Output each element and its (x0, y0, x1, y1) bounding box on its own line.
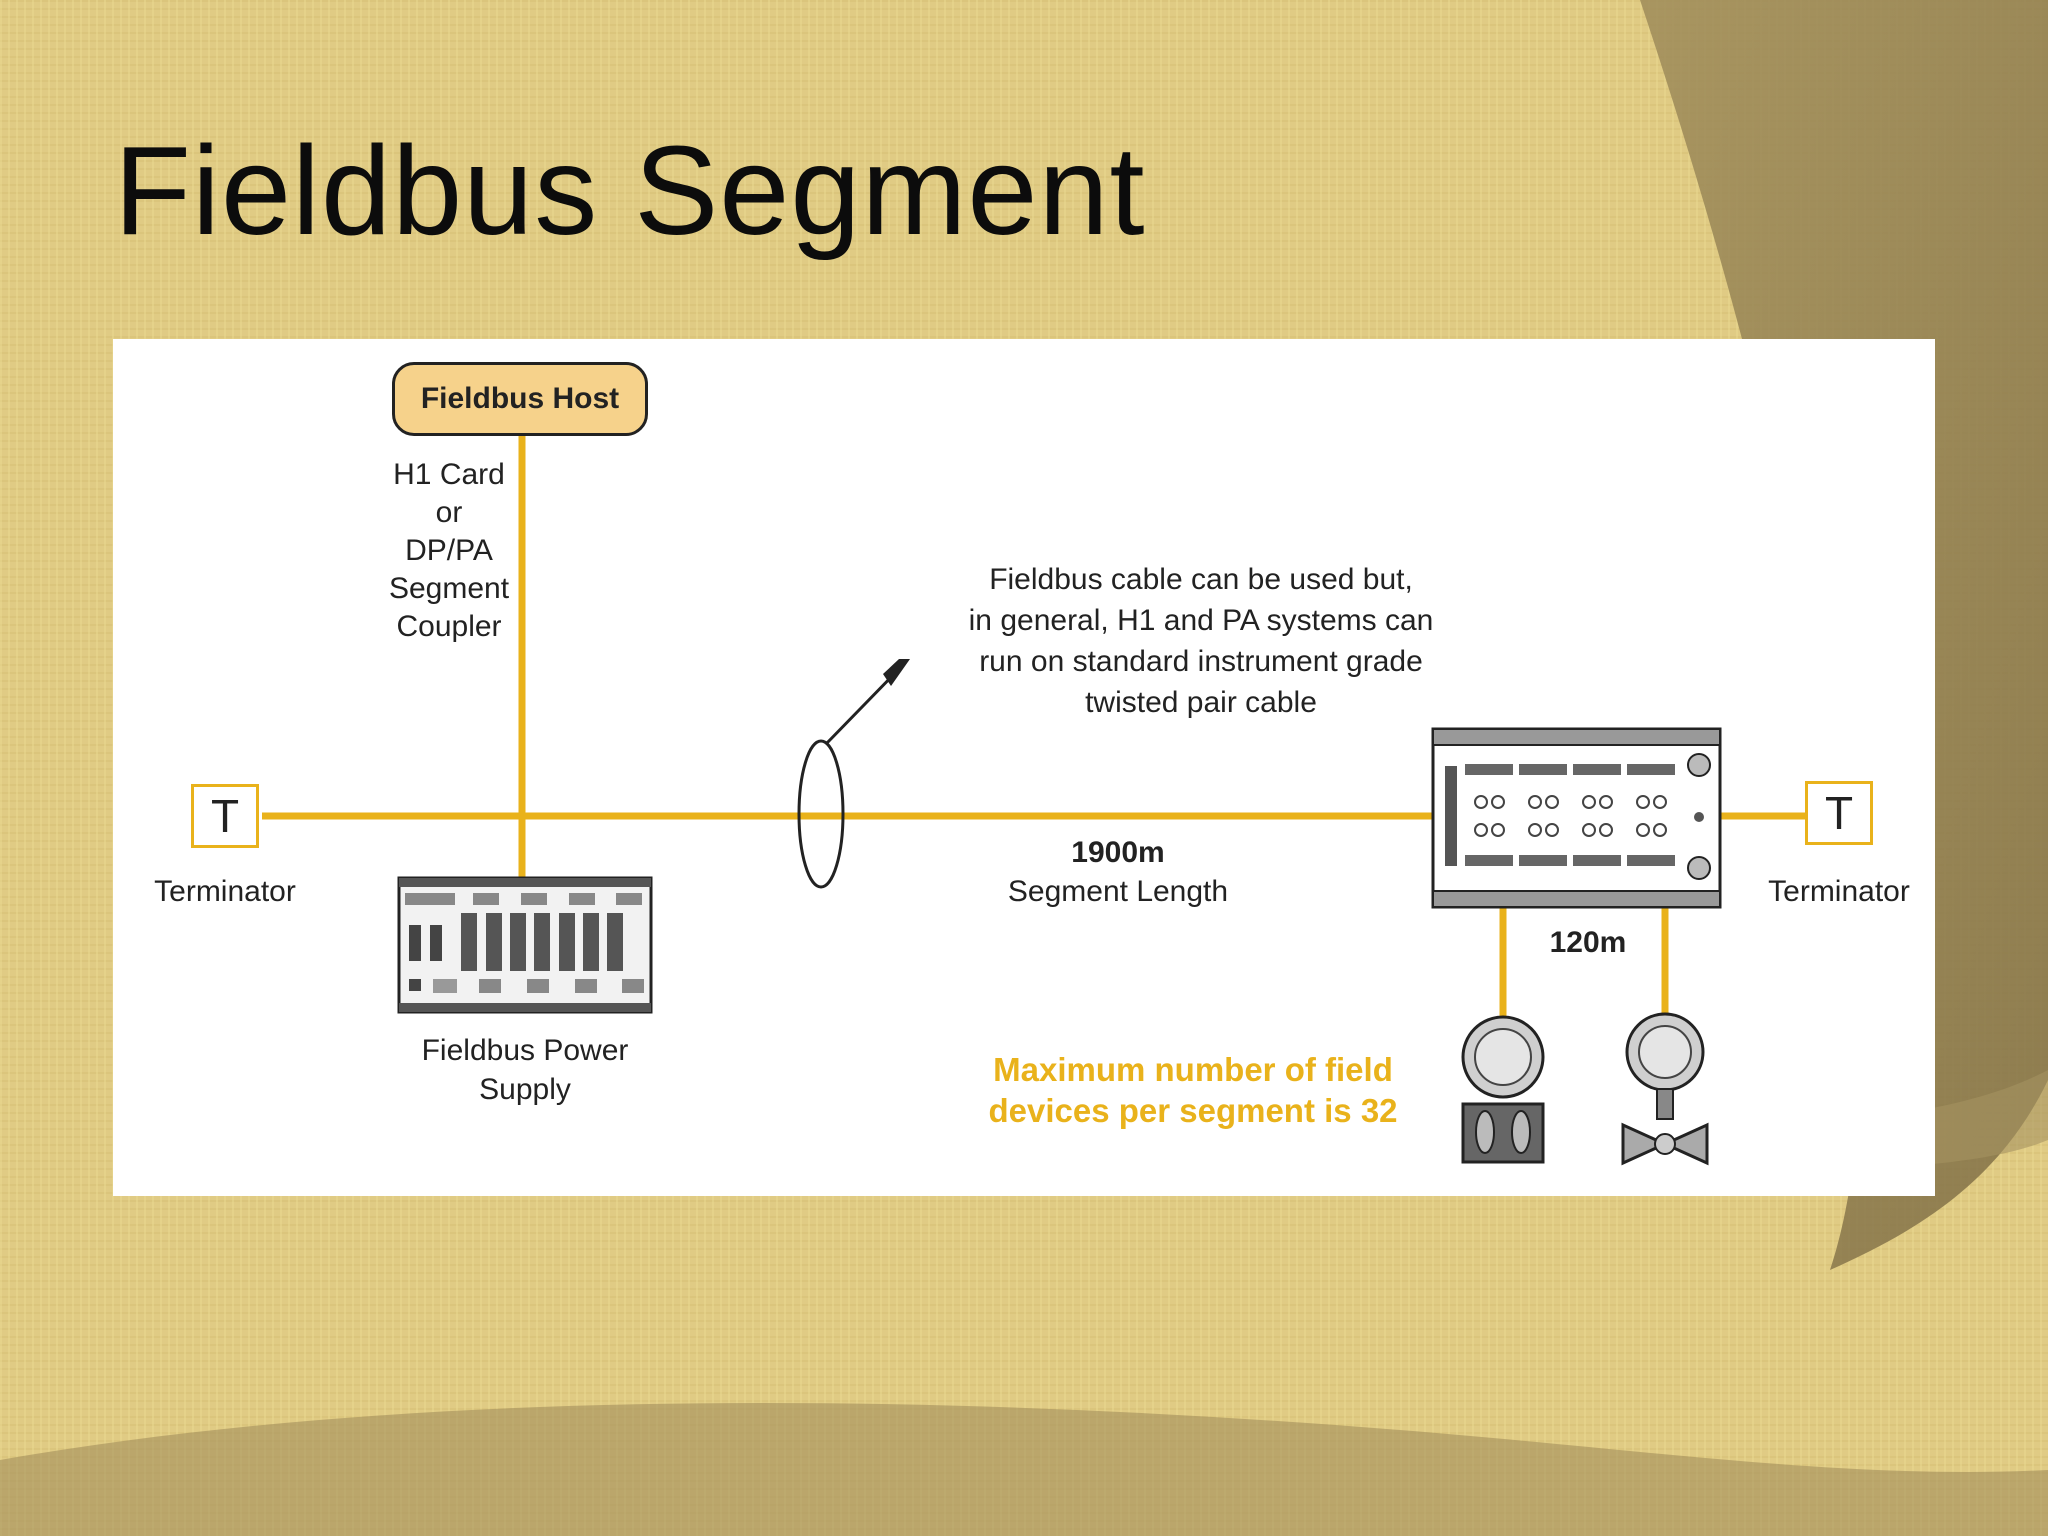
fieldbus-diagram (262, 436, 1805, 1166)
terminator-right-box: T (1805, 781, 1873, 845)
segment-length-value: 1900m (1071, 836, 1165, 869)
fieldbus-diagram-panel: Fieldbus Host H1 Card or DP/PA Segment C… (113, 339, 1935, 1196)
power-supply-label: Fieldbus Power Supply (421, 1034, 629, 1106)
cable-note-arrow (824, 667, 901, 746)
fieldbus-host-label: Fieldbus Host (420, 382, 620, 415)
h1-card-label: H1 Card or DP/PA Segment Coupler (388, 458, 510, 643)
terminator-right-label: Terminator (1768, 875, 1910, 908)
terminator-left-label: Terminator (154, 875, 296, 908)
junction-box-icon (1431, 727, 1722, 909)
max-devices-note: Maximum number of field devices per segm… (988, 1051, 1398, 1129)
arrowhead-icon (883, 659, 910, 686)
power-supply-icon (397, 876, 653, 1014)
slide-title: Fieldbus Segment (114, 120, 1146, 261)
cable-cross-section (797, 739, 845, 889)
transmitter-icon (1461, 1015, 1545, 1164)
spur-length-label: 120m (1549, 926, 1627, 959)
segment-length-label: 1900m Segment Length (993, 833, 1243, 911)
valve-icon (1621, 1012, 1709, 1166)
fieldbus-host-box: Fieldbus Host (392, 362, 648, 436)
cable-note: Fieldbus cable can be used but, in gener… (968, 563, 1434, 719)
terminator-left-box: T (191, 784, 259, 848)
